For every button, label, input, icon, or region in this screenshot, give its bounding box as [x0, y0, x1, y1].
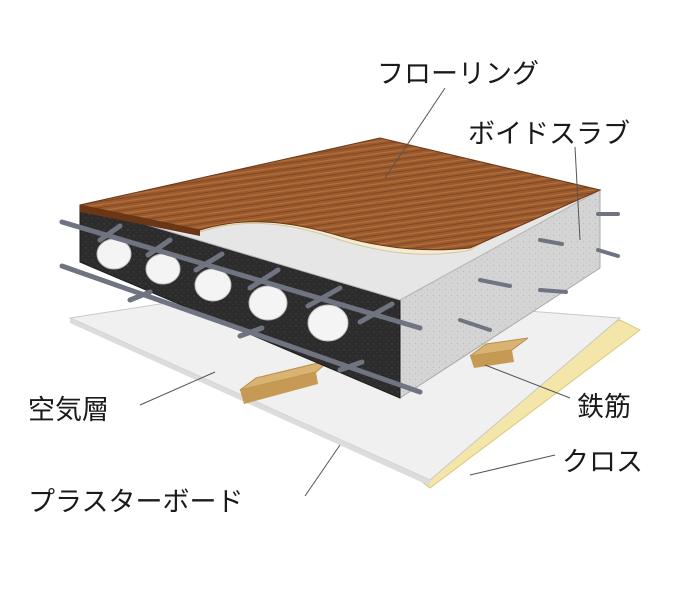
label-plaster-board: プラスターボード [28, 487, 244, 518]
void-tube [145, 253, 181, 285]
rebar [145, 237, 173, 258]
void-tubes [96, 238, 349, 342]
joists [239, 337, 529, 404]
label-cloth: クロス [562, 447, 643, 478]
leader-line-air [139, 371, 216, 406]
label-air-layer: 空気層 [28, 395, 109, 426]
void-tube [248, 285, 288, 321]
label-void-slab: ボイドスラブ [468, 119, 630, 150]
leader-line-rebar [484, 364, 571, 399]
rebar [596, 248, 620, 258]
joist [240, 372, 318, 404]
rebar [478, 278, 512, 288]
leader-line-flooring [384, 87, 446, 179]
label-flooring: フローリング [377, 59, 539, 90]
void-tube [194, 268, 232, 302]
leader-line-void [574, 146, 581, 241]
leader-line-plaster [304, 444, 341, 497]
rebar [458, 318, 492, 332]
void-tube [307, 304, 349, 342]
rebar [305, 285, 343, 309]
rebar [247, 267, 281, 291]
rebar [59, 263, 423, 395]
rebar [237, 325, 265, 339]
rebar [337, 359, 365, 373]
rebar [97, 223, 123, 243]
flooring-edge [80, 205, 200, 236]
rebar [357, 301, 395, 325]
rebar [127, 289, 153, 303]
rebar [538, 288, 568, 294]
leader-lines [139, 87, 581, 497]
rebars [59, 219, 423, 395]
flooring-surface [79, 137, 602, 251]
rebar [59, 219, 423, 331]
label-rebar: 鉄筋 [577, 392, 631, 423]
side-rebars [458, 182, 620, 332]
rebar [538, 238, 564, 246]
rebar [193, 251, 225, 273]
leader-line-cross [469, 454, 556, 476]
joist [470, 350, 514, 368]
